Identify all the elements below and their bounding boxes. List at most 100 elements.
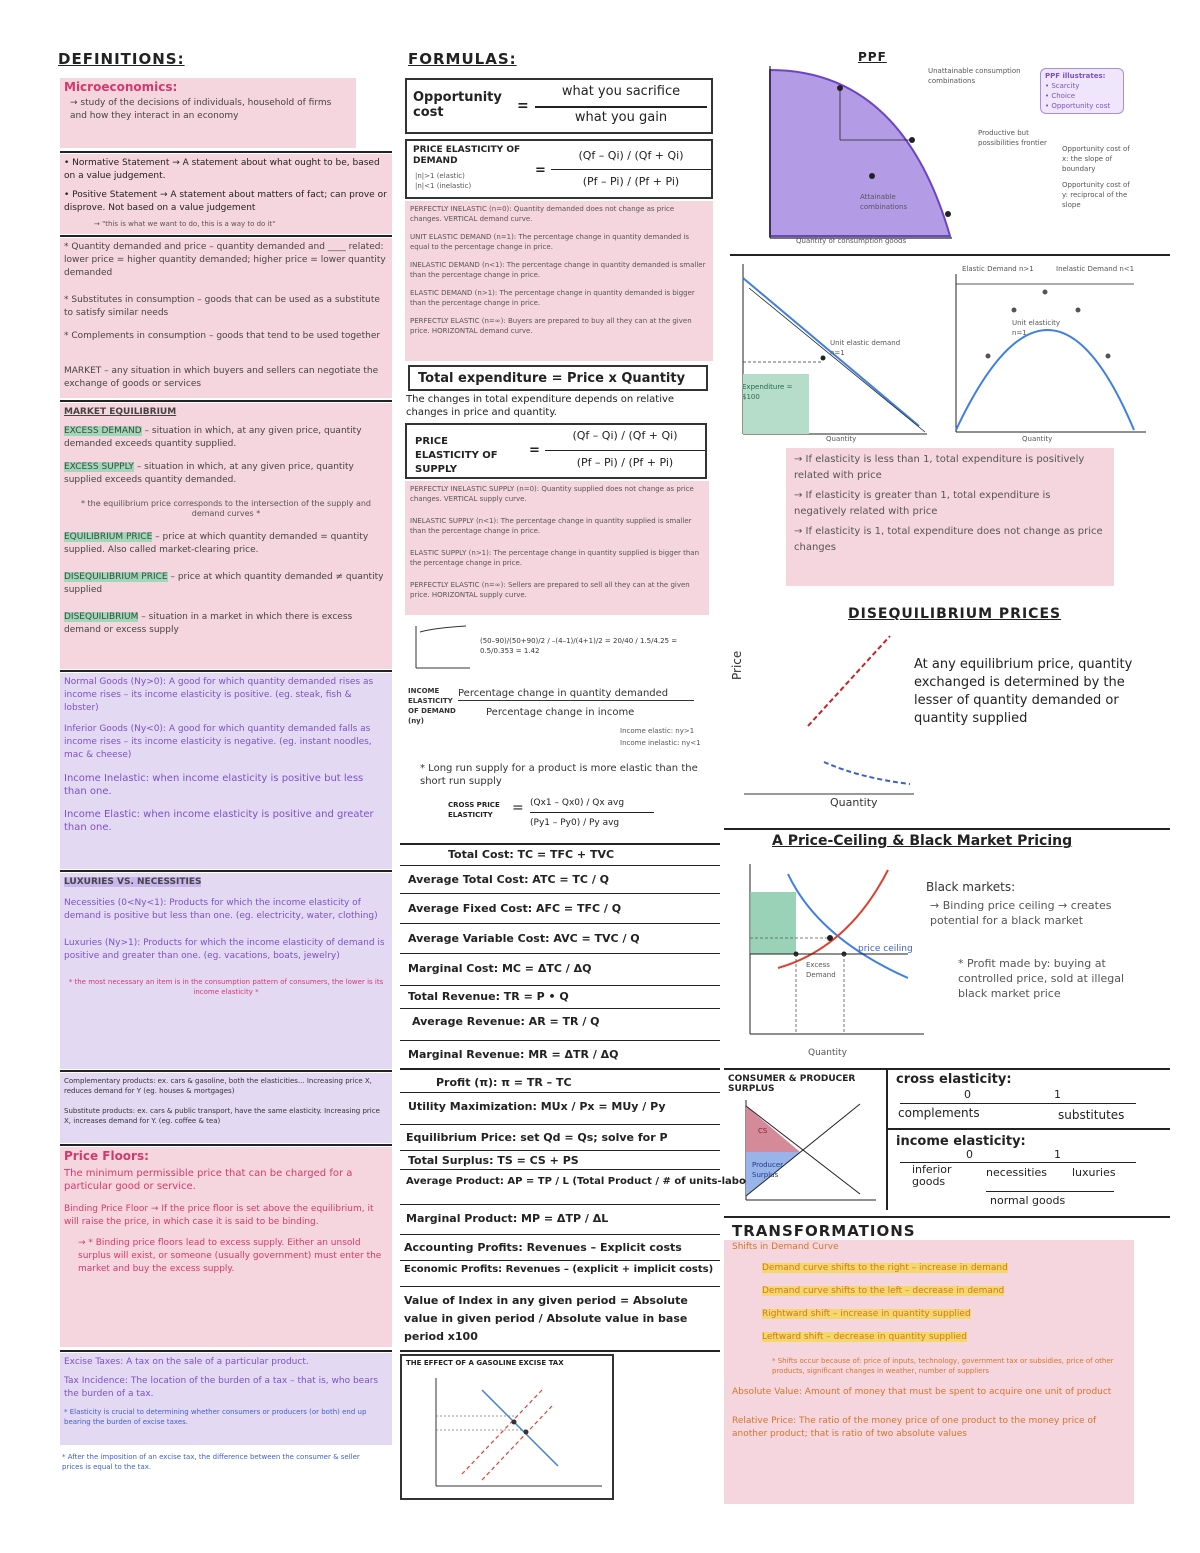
ppf-graph bbox=[769, 66, 952, 239]
cross-substitutes: substitutes bbox=[1058, 1108, 1125, 1122]
formulas-title: FORMULAS: bbox=[408, 50, 517, 68]
te-elastic-label: Elastic Demand n>1 bbox=[962, 265, 1034, 273]
divider bbox=[886, 1070, 888, 1210]
price-floors-definition: The minimum permissible price that can b… bbox=[64, 1168, 353, 1192]
transform-item: Demand curve shifts to the right – incre… bbox=[762, 1263, 1008, 1273]
disequilibrium-graph bbox=[744, 635, 914, 795]
transform-item: Leftward shift – decrease in quantity su… bbox=[762, 1332, 967, 1342]
profit-formula: Average Product: AP = TP / L (Total Prod… bbox=[406, 1176, 763, 1187]
disequilibrium-price-definition: – price at which quantity demanded ≠ qua… bbox=[64, 572, 384, 595]
excess-demand-definition: – situation in which, at any given price… bbox=[64, 426, 362, 449]
profit-formula: Marginal Product: MP = ΔTP / ΔL bbox=[406, 1212, 609, 1225]
micro-block: Microeconomics: → study of the decisions… bbox=[60, 78, 356, 148]
substitutes-definition: * Substitutes in consumption – goods tha… bbox=[64, 295, 380, 318]
complementary-products: Complementary products: ex. cars & gasol… bbox=[64, 1077, 372, 1095]
disequilibrium-price-label: DISEQUILIBRIUM PRICE bbox=[64, 572, 168, 582]
divider bbox=[60, 1070, 392, 1072]
ppf-note: Unattainable consumption combinations bbox=[928, 67, 1021, 85]
ceiling-title: A Price-Ceiling & Black Market Pricing bbox=[772, 833, 1073, 849]
equilibrium-block: MARKET EQUILIBRIUM EXCESS DEMAND – situa… bbox=[60, 403, 392, 669]
excise-after-note: * After the imposition of an excise tax,… bbox=[62, 1453, 360, 1471]
equilibrium-note: * the equilibrium price corresponds to t… bbox=[81, 499, 371, 518]
ped-denominator: (Pf – Pi) / (Pf + Pi) bbox=[582, 175, 680, 188]
ped-cases-block: PERFECTLY INELASTIC (n=0): Quantity dema… bbox=[405, 201, 713, 361]
diseq-x-label: Quantity bbox=[830, 796, 878, 809]
positive-note: → "this is what we want to do, this is a… bbox=[94, 220, 276, 228]
relative-price-definition: Relative Price: The ratio of the money p… bbox=[732, 1416, 1097, 1439]
black-market-title: Black markets: bbox=[926, 880, 1016, 894]
long-run-note: * Long run supply for a product is more … bbox=[420, 763, 698, 787]
ped-case: ELASTIC DEMAND (n>1): The percentage cha… bbox=[410, 289, 695, 307]
ppf-x-axis-label: Quantity of consumption goods bbox=[796, 237, 907, 245]
income-inelastic-definition: Income Inelastic: when income elasticity… bbox=[64, 773, 364, 797]
ppf-inner-label: Attainable combinations bbox=[860, 193, 908, 211]
pes-label: PRICE ELASTICITY OF SUPPLY bbox=[415, 436, 498, 475]
price-floors-title: Price Floors: bbox=[64, 1149, 149, 1163]
transformations-title: TRANSFORMATIONS bbox=[732, 1222, 916, 1240]
cost-formula: Total Revenue: TR = P • Q bbox=[408, 990, 569, 1003]
cross-scale-zero: 0 bbox=[964, 1088, 971, 1101]
ps-label: Producer Surplus bbox=[752, 1161, 784, 1179]
cross-complements: complements bbox=[898, 1106, 980, 1120]
divider bbox=[400, 865, 720, 866]
income-elastic-note: Income elastic: ny>1 bbox=[620, 727, 695, 735]
income-normal-goods: normal goods bbox=[990, 1194, 1066, 1207]
products-block: Complementary products: ex. cars & gasol… bbox=[60, 1073, 392, 1143]
divider bbox=[724, 828, 1170, 830]
expenditure-label: Expenditure = $100 bbox=[742, 383, 793, 401]
pes-case: INELASTIC SUPPLY (n<1): The percentage c… bbox=[410, 517, 692, 535]
tax-incidence-definition: Tax Incidence: The location of the burde… bbox=[64, 1376, 379, 1399]
ppf-legend: PPF illustrates: • Scarcity • Choice • O… bbox=[1040, 68, 1124, 114]
divider bbox=[888, 1128, 1170, 1130]
divider bbox=[60, 1350, 392, 1352]
excise-taxes-definition: Excise Taxes: A tax on the sale of a par… bbox=[64, 1357, 309, 1367]
divider bbox=[400, 1092, 720, 1093]
pes-cases-block: PERFECTLY INELASTIC SUPPLY (n=0): Quanti… bbox=[405, 481, 709, 615]
ppf-legend-title: PPF illustrates: bbox=[1045, 72, 1106, 80]
example-calculation: (50–90)/(50+90)/2 / –(4–1)/(4+1)/2 = 20/… bbox=[480, 637, 678, 655]
cost-formula: Average Total Cost: ATC = TC / Q bbox=[408, 873, 610, 886]
divider bbox=[60, 1144, 392, 1146]
profit-formula: Profit (π): π = TR – TC bbox=[436, 1076, 572, 1089]
income-elasticity-title: income elasticity: bbox=[896, 1134, 1026, 1149]
ped-case: PERFECTLY INELASTIC (n=0): Quantity dema… bbox=[410, 205, 675, 223]
transform-subtitle: Shifts in Demand Curve bbox=[732, 1242, 839, 1252]
divider bbox=[400, 1040, 720, 1041]
profit-formula: Equilibrium Price: set Qd = Qs; solve fo… bbox=[406, 1131, 668, 1144]
excess-supply-label: EXCESS SUPPLY bbox=[64, 462, 134, 472]
divider bbox=[400, 1234, 720, 1235]
divider bbox=[400, 843, 720, 845]
divider bbox=[400, 893, 720, 894]
normative-statement: • Normative Statement → A statement abou… bbox=[64, 158, 380, 181]
binding-price-floor: Binding Price Floor → If the price floor… bbox=[64, 1204, 374, 1227]
cross-elasticity-denominator: (Py1 – Py0) / Py avg bbox=[530, 818, 620, 828]
inferior-goods-definition: Inferior Goods (Ny<0): A good for which … bbox=[64, 724, 372, 760]
total-expenditure-graph bbox=[955, 274, 1146, 433]
income-scale-one: 1 bbox=[1054, 1148, 1061, 1161]
binding-floor-note: → * Binding price floors lead to excess … bbox=[78, 1238, 382, 1274]
excess-supply-definition: – situation in which, at any given price… bbox=[64, 462, 354, 485]
profit-formula: Utility Maximization: MUx / Px = MUy / P… bbox=[408, 1100, 666, 1113]
ppf-note: Opportunity cost of y: reciprocal of the… bbox=[1062, 181, 1130, 209]
black-market-note: → Binding price ceiling → creates potent… bbox=[930, 899, 1112, 927]
cost-formula: Marginal Revenue: MR = ΔTR / ΔQ bbox=[408, 1048, 619, 1061]
transform-item: Rightward shift – increase in quantity s… bbox=[762, 1309, 971, 1319]
statement-block: • Normative Statement → A statement abou… bbox=[60, 154, 392, 234]
total-expenditure-note: The changes in total expenditure depends… bbox=[406, 394, 675, 418]
income-goods-block: Normal Goods (Ny>0): A good for which qu… bbox=[60, 673, 392, 869]
micro-text: → study of the decisions of individuals,… bbox=[70, 98, 332, 121]
opportunity-cost-numerator: what you sacrifice bbox=[561, 84, 681, 99]
total-expenditure-box: Total expenditure = Price x Quantity bbox=[408, 365, 708, 391]
divider bbox=[400, 953, 720, 954]
elasticity-note: * Elasticity is crucial to determining w… bbox=[64, 1408, 367, 1426]
luxuries-definition: Luxuries (Ny>1): Products for which the … bbox=[64, 938, 385, 961]
income-elasticity-denominator: Percentage change in income bbox=[486, 707, 635, 718]
luxuries-note: * the most necessary an item is in the c… bbox=[68, 978, 384, 996]
gas-tax-title: THE EFFECT OF A GASOLINE EXCISE TAX bbox=[406, 1359, 564, 1367]
opportunity-cost-label: Opportunity cost bbox=[413, 90, 502, 120]
absolute-value-definition: Absolute Value: Amount of money that mus… bbox=[732, 1387, 1112, 1397]
price-floors-block: Price Floors: The minimum permissible pr… bbox=[60, 1147, 392, 1347]
necessities-definition: Necessities (0<Ny<1): Products for which… bbox=[64, 898, 378, 921]
disequilibrium-title: DISEQUILIBRIUM PRICES bbox=[848, 606, 1062, 622]
disequilibrium-label: DISEQUILIBRIUM bbox=[64, 612, 139, 622]
